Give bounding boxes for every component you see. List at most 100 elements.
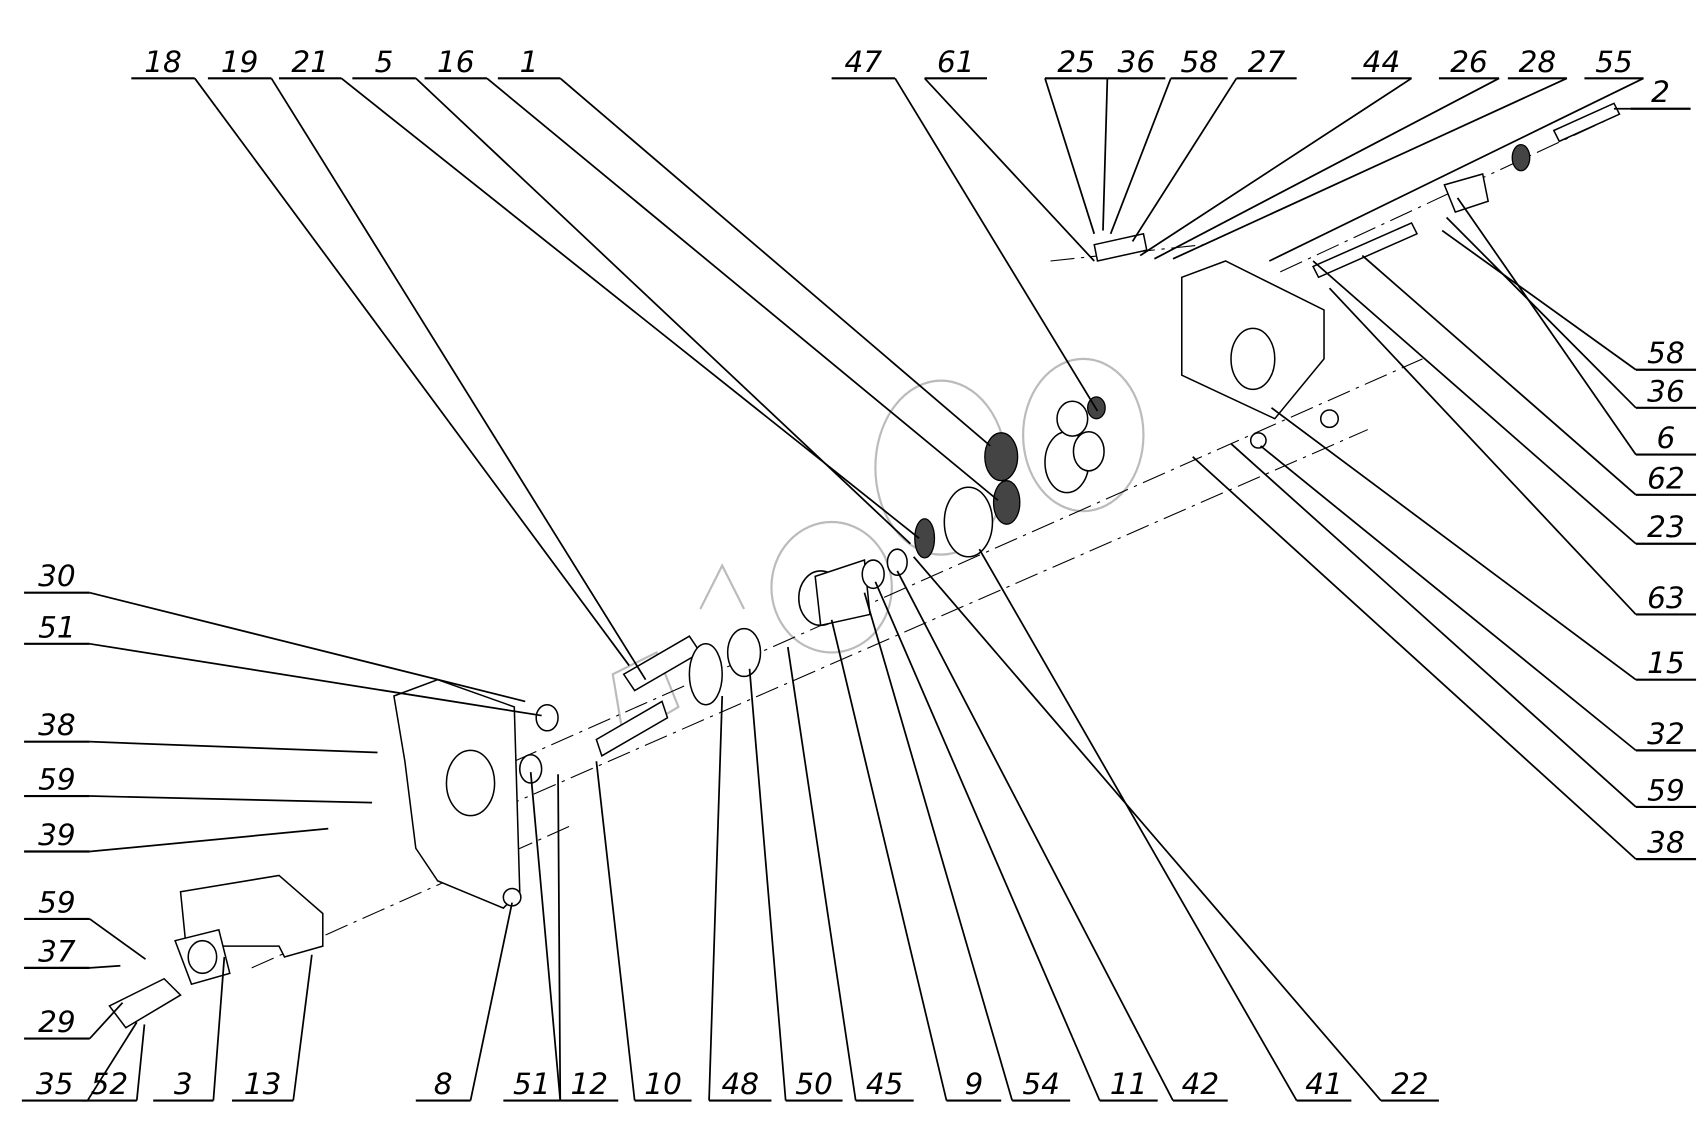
leader-line: [786, 646, 857, 1101]
callout: 38: [1192, 456, 1697, 861]
part-number-label: 50: [795, 1067, 833, 1101]
callout: 16: [424, 45, 999, 501]
callout: 58: [1109, 45, 1228, 235]
leader-line: [874, 581, 1101, 1101]
part-number-label: 8: [434, 1067, 453, 1101]
leader-line: [894, 77, 1099, 412]
front-housing: [393, 678, 522, 909]
leader-line: [89, 591, 526, 703]
part-number-label: 25: [1057, 45, 1095, 79]
leader-line: [1361, 254, 1637, 496]
callout: 38: [24, 708, 378, 754]
leader-line: [1268, 77, 1644, 262]
callout: 36: [1102, 45, 1166, 231]
part-number-label: 22: [1391, 1067, 1429, 1101]
leader-line: [1102, 78, 1109, 231]
part-number-label: 36: [1118, 45, 1156, 79]
leader-line: [292, 954, 313, 1101]
callout: 44: [1139, 45, 1413, 257]
part-number-label: 6: [1657, 421, 1676, 455]
output-shaft: [1093, 102, 1621, 279]
leader-line: [212, 956, 226, 1101]
leader-line: [89, 827, 329, 853]
leader-line: [559, 77, 991, 447]
part-number-label: 42: [1182, 1067, 1220, 1101]
part-number-label: 51: [38, 610, 76, 644]
part-number-label: 54: [1022, 1067, 1060, 1101]
part-number-label: 28: [1519, 45, 1557, 79]
part-number-label: 15: [1647, 646, 1685, 680]
leader-line: [748, 668, 787, 1101]
callout: 1: [497, 45, 991, 447]
part-number-label: 59: [38, 763, 76, 797]
leader-line: [415, 77, 912, 545]
part-number-label: 63: [1647, 581, 1685, 615]
part-number-label: 58: [1180, 45, 1218, 79]
part-number-label: 26: [1450, 45, 1488, 79]
callout: 36: [1445, 216, 1697, 409]
callout: 45: [786, 646, 914, 1102]
leader-line: [1044, 78, 1096, 235]
leader-line: [89, 795, 373, 804]
callout: 18: [131, 45, 630, 667]
callout: 59: [24, 763, 373, 804]
callout: 32: [1260, 445, 1697, 752]
leader-line: [194, 77, 630, 667]
callout: 10: [595, 761, 692, 1102]
callout: 47: [831, 45, 1099, 412]
part-number-label: 21: [291, 45, 329, 79]
part-number-label: 2: [1651, 75, 1670, 109]
leader-line: [89, 918, 147, 960]
part-number-label: 3: [174, 1067, 193, 1101]
leader-line: [913, 556, 1382, 1102]
part-number-label: 58: [1647, 336, 1685, 370]
callout: 59: [1230, 443, 1697, 809]
leader-line: [486, 77, 999, 501]
callout: 28: [1172, 45, 1568, 260]
part-number-label: 51: [513, 1067, 551, 1101]
callout: 25: [1044, 45, 1108, 235]
leader-line: [469, 902, 513, 1101]
part-number-label: 10: [644, 1067, 682, 1101]
part-number-label: 37: [38, 934, 76, 968]
leader-line: [1154, 77, 1500, 260]
callout: 62: [1361, 254, 1697, 496]
leader-line: [923, 77, 1095, 262]
callout: 41: [978, 548, 1352, 1102]
leader-line: [1312, 260, 1637, 545]
part-number-label: 45: [866, 1067, 904, 1101]
callout: 52: [82, 1024, 146, 1102]
leader-line: [1172, 77, 1568, 260]
callout: 9: [830, 619, 1002, 1102]
part-number-label: 1: [520, 45, 539, 79]
part-number-label: 47: [845, 45, 883, 79]
part-number-label: 32: [1647, 717, 1685, 751]
callout: 13: [231, 954, 313, 1102]
callout: 27: [1131, 45, 1297, 242]
part-number-label: 27: [1248, 45, 1286, 79]
leader-line: [863, 592, 1014, 1101]
callout: 42: [896, 570, 1228, 1102]
callout: 21: [279, 45, 920, 539]
part-number-label: 44: [1363, 45, 1401, 79]
callout: 51: [24, 610, 542, 717]
callout: 48: [708, 695, 772, 1102]
leader-line: [1456, 197, 1637, 456]
part-number-label: 35: [36, 1067, 74, 1101]
leader-line: [135, 1024, 146, 1101]
callout: 26: [1154, 45, 1500, 260]
leader-line: [1445, 216, 1637, 409]
part-number-label: 9: [964, 1067, 983, 1101]
flange: [108, 928, 231, 1029]
part-number-label: 29: [38, 1005, 76, 1039]
part-number-label: 13: [244, 1067, 282, 1101]
part-number-label: 59: [38, 885, 76, 919]
callout: 5: [352, 45, 912, 545]
rear-housing: [1181, 260, 1340, 449]
leader-line: [830, 619, 948, 1101]
part-number-label: 23: [1647, 510, 1685, 544]
part-number-label: 59: [1647, 773, 1685, 807]
part-number-label: 11: [1110, 1067, 1148, 1101]
callout: 39: [24, 818, 329, 853]
